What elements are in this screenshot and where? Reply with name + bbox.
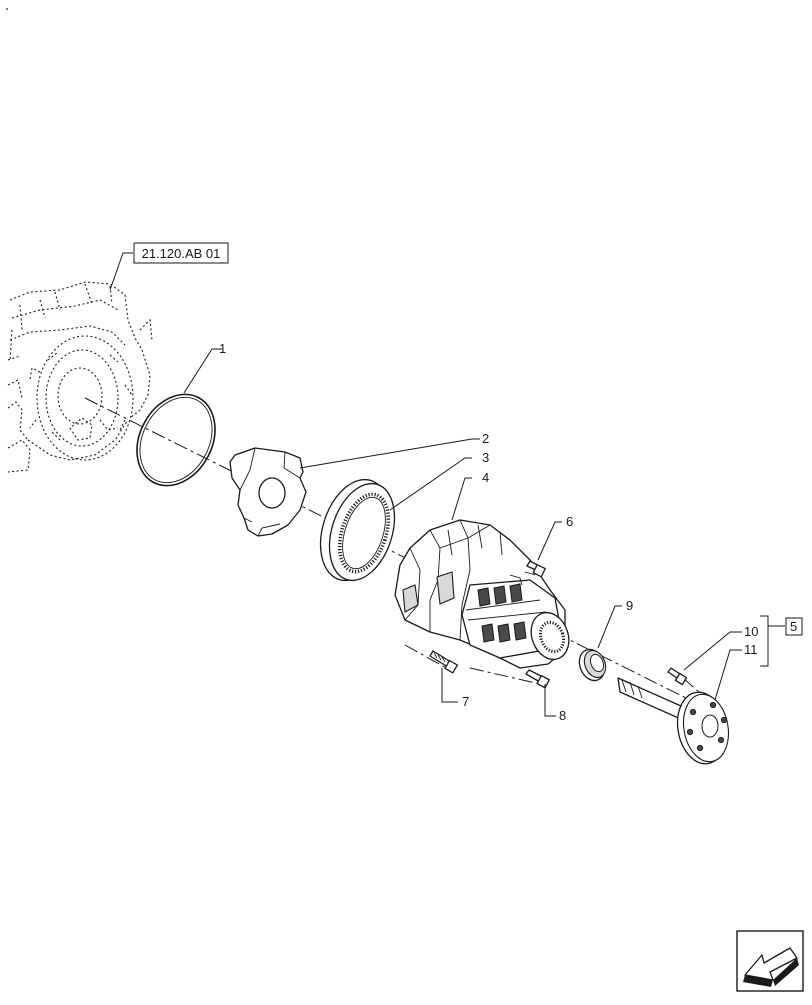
callout-4: 4	[482, 470, 489, 485]
bolt-part-6	[526, 560, 546, 578]
leader-6	[537, 521, 562, 561]
callout-2: 2	[482, 431, 489, 446]
bolt-axis-7	[404, 644, 451, 671]
callout-10: 10	[744, 624, 758, 639]
corner-dot-mark	[6, 8, 8, 10]
callout-11: 11	[744, 642, 758, 657]
leader-11	[714, 649, 742, 701]
reference-leader	[109, 252, 133, 291]
thrust-plate-part-2	[229, 447, 307, 537]
bolt-axis-10	[682, 677, 701, 694]
leader-10	[683, 631, 742, 671]
leader-2	[299, 438, 480, 469]
leader-1	[183, 348, 222, 394]
reference-label: 21.120.AB 01	[142, 246, 221, 261]
leader-9	[597, 605, 622, 649]
ring-gear-part-3	[319, 478, 396, 582]
callout-8: 8	[559, 708, 566, 723]
axle-shaft-part-11	[617, 677, 730, 765]
leader-4	[451, 477, 472, 521]
callout-5: 5	[790, 619, 797, 634]
seal-part-9	[578, 648, 607, 682]
bolt-part-8	[525, 669, 550, 689]
callout-5-box	[785, 617, 803, 636]
carrier-housing-part-4	[394, 519, 570, 669]
bolt-axis-8	[469, 667, 541, 685]
leader-8	[544, 684, 556, 717]
callout-9: 9	[626, 598, 633, 613]
leader-7	[441, 668, 458, 703]
reference-label-box	[133, 242, 229, 264]
bracket-5	[760, 615, 785, 667]
bolt-part-7	[429, 650, 458, 674]
callout-3: 3	[482, 450, 489, 465]
o-ring-part-1	[136, 393, 216, 487]
callout-6: 6	[566, 514, 573, 529]
stud-bolt-part-10	[667, 667, 688, 686]
callout-1: 1	[219, 341, 226, 356]
leader-3	[389, 457, 472, 511]
arrow-back-icon[interactable]	[736, 930, 804, 992]
axle-housing-reference	[7, 281, 153, 473]
callout-7: 7	[462, 694, 469, 709]
